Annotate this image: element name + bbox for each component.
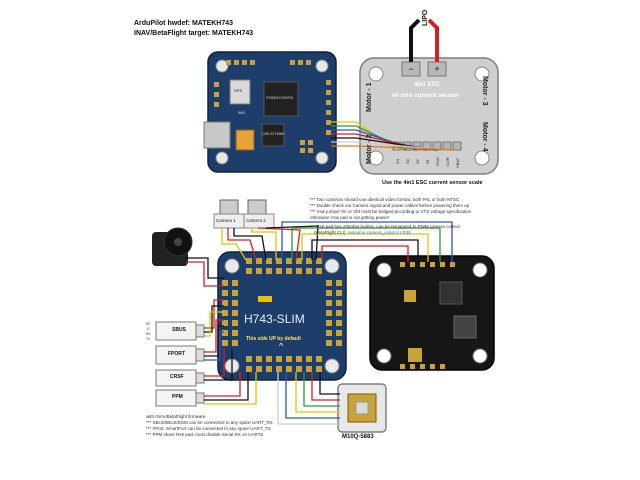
receiver-sbus-label: SBUS bbox=[172, 327, 186, 333]
esc-pin-s3: S3 bbox=[405, 159, 410, 164]
header-line-2: INAV/BetaFlight target: MATEKH743 bbox=[134, 30, 254, 37]
esc-pin-gnd: GND bbox=[435, 157, 440, 166]
esc-title: 4in1 ESC bbox=[414, 82, 441, 88]
esc-caption: Use the 4in1 ESC current sensor scale bbox=[382, 180, 483, 186]
motor-3-label: Motor - 3 bbox=[481, 76, 488, 106]
receiver-crsf bbox=[155, 369, 205, 387]
esc-4in1: − + bbox=[359, 57, 499, 175]
note-4b: (BetaFlight CLI) bbox=[314, 230, 346, 235]
footer-note-3: *** PPM share Rx6 pad, must disable Seri… bbox=[146, 432, 263, 437]
vtx-pin-sa: SA bbox=[438, 372, 444, 377]
osd-chip-label: OSD AT7456E bbox=[262, 132, 285, 136]
fc-name: H743-SLIM bbox=[244, 312, 305, 326]
receiver-fport-label: FPORT bbox=[168, 351, 185, 357]
esc-pin-s1: S1 bbox=[425, 159, 430, 164]
vtx-pin-g: G bbox=[408, 372, 412, 377]
vtx-pin-rx: Rx bbox=[428, 372, 433, 377]
gps-label: M10Q-5883 bbox=[342, 434, 374, 440]
fc-arrow-icon: ^ bbox=[279, 341, 284, 351]
note-4: *** Rx6 pad has 200ohm built-in, can be … bbox=[310, 224, 460, 229]
receiver-ppm-label: PPM bbox=[172, 394, 183, 400]
baro-label: DPS bbox=[234, 88, 243, 93]
motor-1-label: Motor - 1 bbox=[366, 82, 373, 112]
note-4c: resource camera_control 1 E09 bbox=[348, 230, 411, 235]
note-3: *** Vsw jumper 9V or Vbt must be bridged… bbox=[310, 209, 472, 214]
note-2: *** Double check out Camera signal and p… bbox=[310, 203, 470, 208]
mini-flight-controller bbox=[203, 51, 337, 173]
note-1: *** Two cameras should use identical vid… bbox=[310, 197, 460, 202]
receiver-sbus bbox=[155, 321, 205, 341]
receiver-pin-rx: Rx bbox=[146, 332, 151, 336]
fc-orientation-label: This side UP by default bbox=[246, 336, 301, 342]
footer-note-2: *** FPort, SmartPort can be connected to… bbox=[146, 426, 271, 431]
footer-note-1: *** SBUS/IBUS/DSM can be connected to an… bbox=[146, 420, 273, 425]
main-flight-controller bbox=[217, 251, 347, 381]
motor-4-label: Motor - 4 bbox=[481, 122, 488, 152]
esc-subtitle: w/ one current sensor bbox=[392, 92, 460, 99]
esc-pin-cur: CUR bbox=[445, 157, 450, 166]
receiver-pin-5v: 5V bbox=[146, 322, 151, 326]
svg-text:−: − bbox=[408, 64, 413, 74]
receiver-fport bbox=[155, 345, 205, 365]
lipo-label: LIPO bbox=[422, 9, 429, 26]
vtx-board bbox=[369, 255, 495, 371]
receiver-pin-tx: Tx bbox=[146, 337, 150, 341]
esc-pin-s4: S4 bbox=[395, 159, 400, 164]
receiver-pin-g: G bbox=[147, 327, 150, 331]
imu-label: IMU bbox=[238, 110, 246, 115]
esc-pin-s2: S2 bbox=[415, 159, 420, 164]
buzzer bbox=[152, 227, 193, 266]
note-3b: otherwise Vsw pad is not getting power! bbox=[310, 215, 390, 220]
gps-module bbox=[337, 383, 387, 433]
camera-2-label: Camera 2 bbox=[246, 218, 266, 223]
motor-2-label: Motor - 2 bbox=[366, 134, 373, 164]
receiver-ppm bbox=[155, 389, 205, 407]
camera-1-label: Camera 1 bbox=[216, 218, 236, 223]
esc-pin-vbat: VBAT bbox=[455, 157, 460, 168]
header-line-1: ArduPilot hwdef: MATEKH743 bbox=[134, 20, 234, 27]
wires bbox=[186, 221, 453, 425]
receiver-crsf-label: CRSF bbox=[170, 374, 184, 380]
mcu-chip-label: STM32H743VIT6 bbox=[266, 96, 294, 100]
footer-title: with INAV/BetaFlight firmware bbox=[146, 414, 206, 419]
camera-connectors bbox=[213, 199, 275, 229]
svg-text:+: + bbox=[434, 64, 439, 74]
vtx-pin-5v: 5V bbox=[396, 372, 401, 377]
vtx-pin-tx: Tx bbox=[418, 372, 423, 377]
